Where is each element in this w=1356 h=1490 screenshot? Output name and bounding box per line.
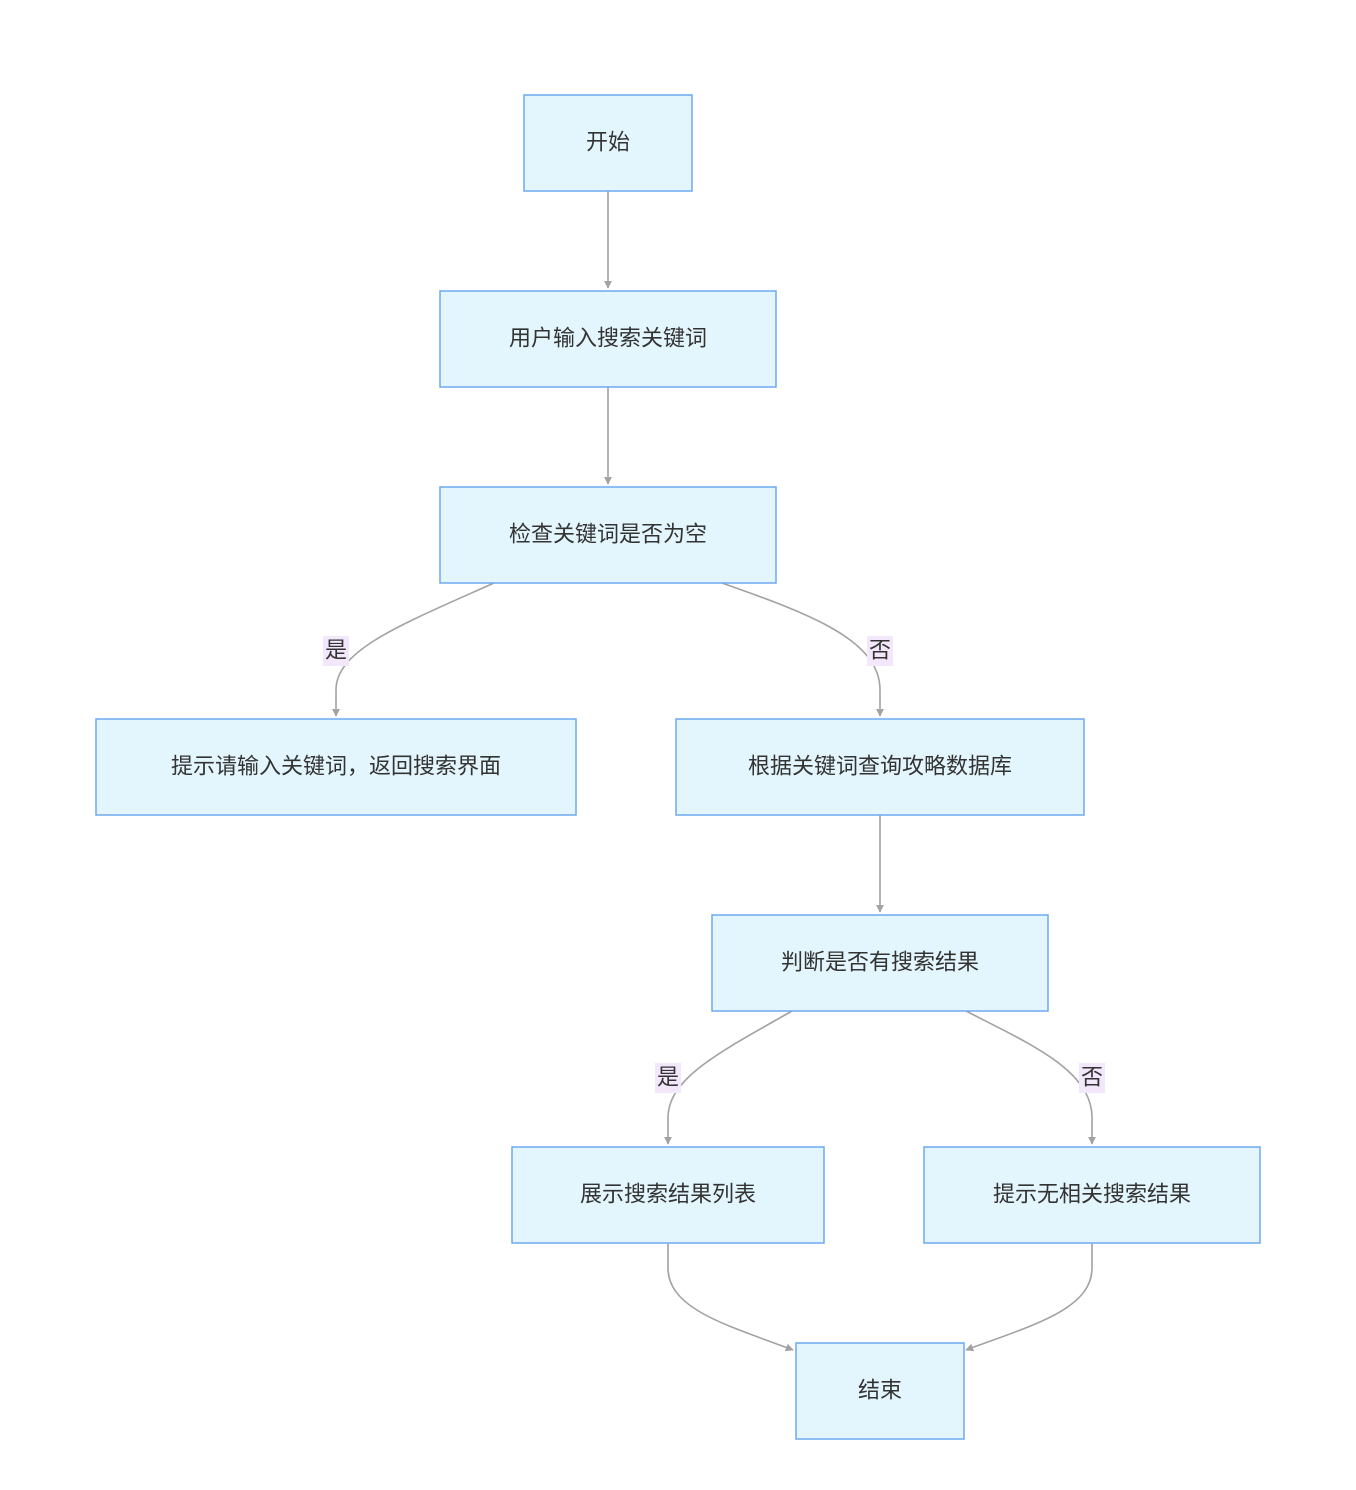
- node-prompt-input-label: 提示请输入关键词，返回搜索界面: [171, 755, 501, 780]
- edge-judge-to-noresult: [965, 1010, 1096, 1145]
- node-show-results-label: 展示搜索结果列表: [580, 1183, 756, 1208]
- node-has-results: 判断是否有搜索结果: [711, 914, 1049, 1012]
- edge-check-to-prompt: [332, 582, 495, 717]
- edge-judge-to-show: [664, 1010, 793, 1145]
- edges: [332, 191, 1096, 1352]
- node-query-db: 根据关键词查询攻略数据库: [675, 718, 1085, 816]
- edge-label-empty-no-text: 否: [869, 639, 891, 664]
- node-input-keyword-label: 用户输入搜索关键词: [509, 327, 707, 352]
- node-start: 开始: [523, 94, 693, 192]
- node-no-results: 提示无相关搜索结果: [923, 1146, 1261, 1244]
- edge-label-results-yes-text: 是: [657, 1066, 679, 1091]
- edge-label-results-yes: 是: [655, 1063, 681, 1093]
- node-input-keyword: 用户输入搜索关键词: [439, 290, 777, 388]
- edge-label-empty-yes: 是: [323, 636, 349, 666]
- edge-label-empty-no: 否: [867, 636, 893, 666]
- node-end-label: 结束: [858, 1379, 902, 1404]
- edge-noresult-to-end: [965, 1243, 1093, 1352]
- node-check-empty: 检查关键词是否为空: [439, 486, 777, 584]
- node-start-label: 开始: [586, 131, 630, 156]
- node-end: 结束: [795, 1342, 965, 1440]
- nodes: 开始 用户输入搜索关键词 检查关键词是否为空 提示请输入关键词，返回搜索界面 根…: [95, 94, 1261, 1440]
- edge-label-results-no-text: 否: [1081, 1066, 1103, 1091]
- edge-label-results-no: 否: [1079, 1063, 1105, 1093]
- node-show-results: 展示搜索结果列表: [511, 1146, 825, 1244]
- edge-labels: 是 否 是 否: [323, 636, 1105, 1093]
- edge-check-to-query: [721, 582, 884, 717]
- node-prompt-input: 提示请输入关键词，返回搜索界面: [95, 718, 577, 816]
- edge-show-to-end: [667, 1243, 794, 1352]
- node-has-results-label: 判断是否有搜索结果: [781, 951, 979, 976]
- node-check-empty-label: 检查关键词是否为空: [509, 523, 707, 548]
- node-no-results-label: 提示无相关搜索结果: [993, 1183, 1191, 1208]
- node-query-db-label: 根据关键词查询攻略数据库: [748, 755, 1012, 780]
- edge-label-empty-yes-text: 是: [325, 639, 347, 664]
